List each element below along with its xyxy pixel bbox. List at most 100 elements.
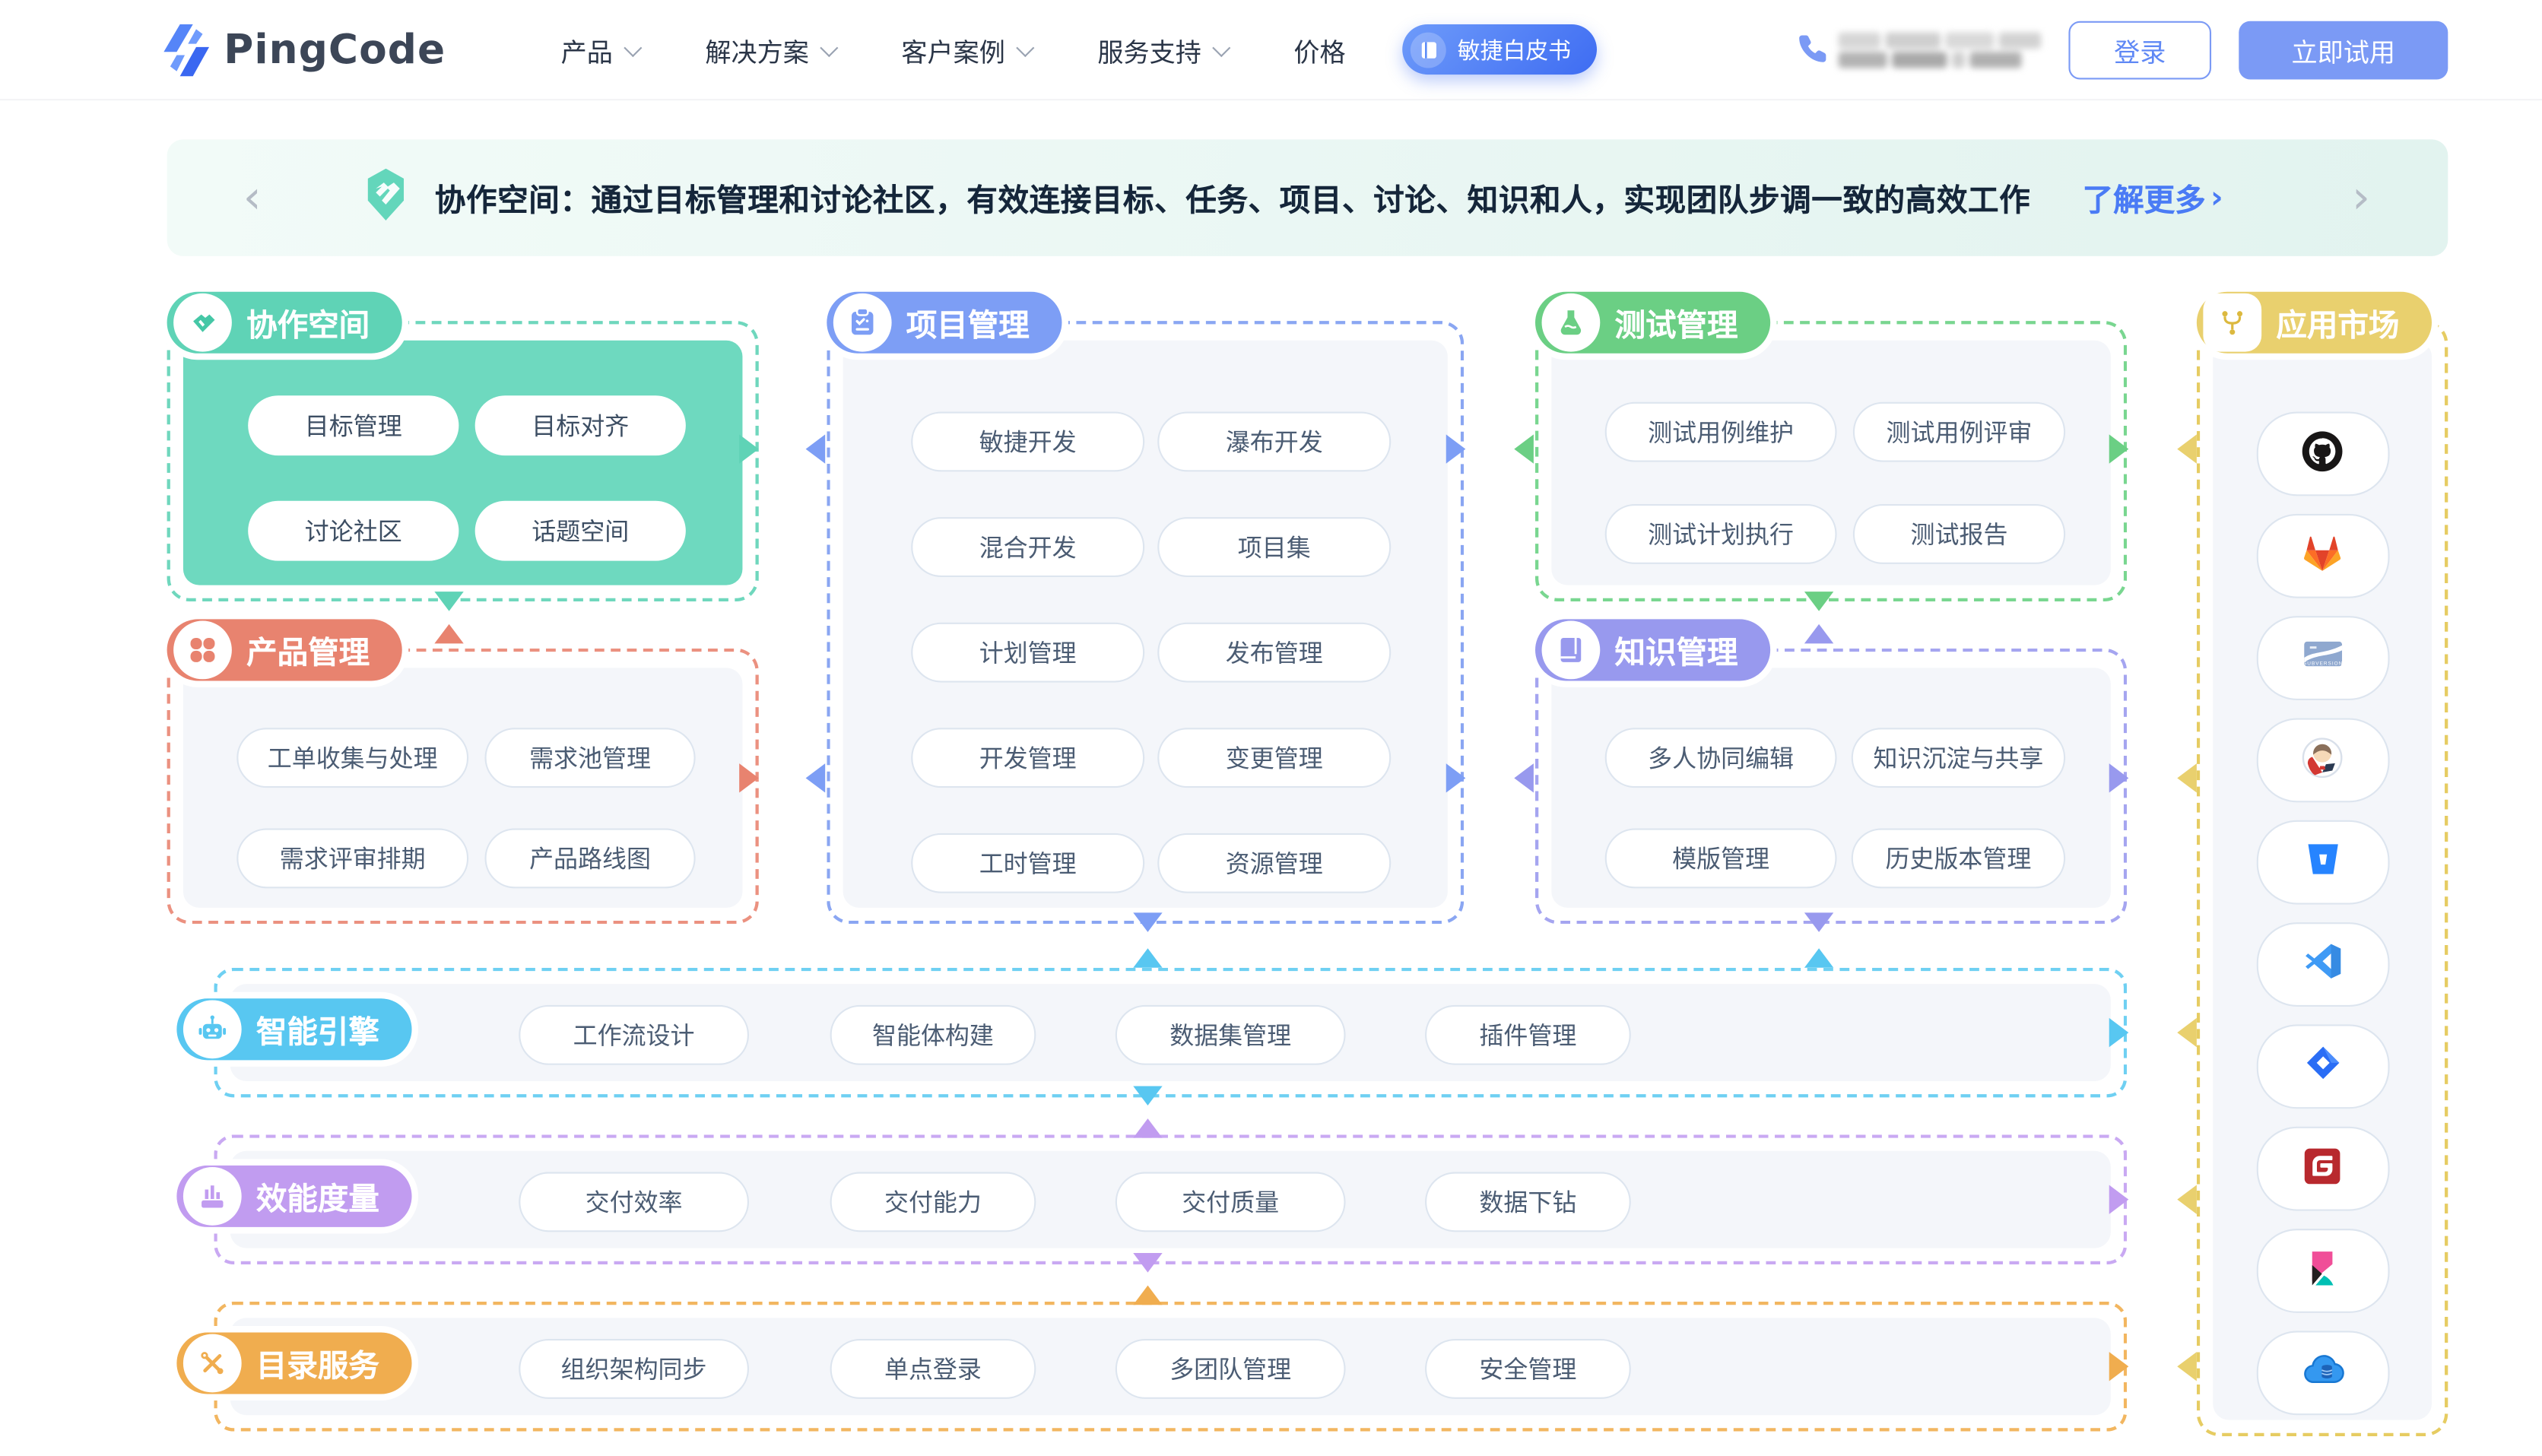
feature-pill[interactable]: 工时管理: [911, 833, 1144, 893]
nav-menu-item[interactable]: 服务支持: [1064, 30, 1260, 68]
feature-pill[interactable]: 产品路线图: [484, 827, 695, 887]
feature-pill[interactable]: 开发管理: [911, 728, 1144, 788]
pingcode-logo-icon: [162, 22, 211, 77]
feature-pill[interactable]: 测试用例维护: [1605, 402, 1837, 462]
section-badge-marketplace: 应用市场: [2190, 285, 2438, 360]
connector-arrow: [1133, 1086, 1162, 1105]
app-item[interactable]: SUBVERSION: [2256, 616, 2389, 700]
section-title: 目录服务: [256, 1341, 379, 1385]
feature-pill[interactable]: 测试用例评审: [1853, 402, 2065, 462]
pingcode-logo[interactable]: PingCode: [162, 22, 446, 77]
feature-pill[interactable]: 目标管理: [248, 395, 459, 455]
app-item[interactable]: [2256, 820, 2389, 905]
nav-menu-item[interactable]: 产品: [527, 30, 671, 68]
feature-pill[interactable]: 交付质量: [1115, 1172, 1346, 1232]
connector-arrow: [434, 592, 463, 611]
feature-pill[interactable]: 交付能力: [830, 1172, 1036, 1232]
feature-pill[interactable]: 瀑布开发: [1157, 412, 1391, 472]
feature-pill[interactable]: 多人协同编辑: [1605, 728, 1837, 788]
gitlab-icon: [2300, 531, 2344, 581]
nav-menu-item[interactable]: 解决方案: [671, 30, 868, 68]
feature-pill[interactable]: 资源管理: [1157, 833, 1391, 893]
section-title: 测试管理: [1614, 300, 1738, 344]
chevron-down-icon: [624, 38, 642, 56]
feature-pill[interactable]: 插件管理: [1425, 1005, 1631, 1065]
section-title: 项目管理: [906, 300, 1030, 344]
connector-arrow: [1133, 1286, 1162, 1305]
nav-menu-label: 服务支持: [1097, 30, 1201, 68]
section-badge-metrics: 效能度量: [170, 1159, 418, 1233]
feature-pill[interactable]: 发布管理: [1157, 623, 1391, 683]
feature-pill[interactable]: 工单收集与处理: [236, 728, 468, 788]
app-item[interactable]: [2256, 514, 2389, 598]
feature-pill[interactable]: 知识沉淀与共享: [1852, 728, 2065, 788]
feature-pill[interactable]: 敏捷开发: [911, 412, 1144, 472]
app-item[interactable]: [2256, 1127, 2389, 1211]
kibana-icon: [2302, 1248, 2342, 1295]
feature-pill[interactable]: 需求池管理: [484, 728, 695, 788]
login-button[interactable]: 登录: [2068, 21, 2211, 79]
connector-arrow: [2109, 1018, 2129, 1047]
section-app-marketplace: 应用市场 SUBVERSION: [2197, 321, 2448, 1436]
feature-pill[interactable]: 话题空间: [475, 501, 686, 561]
vscode-icon: [2301, 941, 2343, 989]
robot-icon: [183, 1000, 242, 1058]
app-item[interactable]: [2256, 1024, 2389, 1109]
phone-number: [1796, 32, 2041, 68]
connector-arrow: [1514, 434, 1534, 463]
feature-pill[interactable]: 数据集管理: [1115, 1005, 1346, 1065]
section-title: 效能度量: [256, 1175, 379, 1219]
feature-pill[interactable]: 需求评审排期: [236, 827, 468, 887]
connector-arrow: [1804, 624, 1833, 644]
feature-pill[interactable]: 工作流设计: [519, 1005, 749, 1065]
gitee-icon: [2302, 1145, 2342, 1192]
feature-pill[interactable]: 计划管理: [911, 623, 1144, 683]
learn-more-link[interactable]: 了解更多 ›: [2073, 174, 2233, 221]
section-badge-project: 项目管理: [820, 285, 1068, 360]
free-trial-button[interactable]: 立即试用: [2239, 21, 2448, 79]
feature-pill[interactable]: 测试报告: [1853, 503, 2065, 563]
feature-pill[interactable]: 数据下钻: [1425, 1172, 1631, 1232]
app-item[interactable]: [2256, 1229, 2389, 1313]
section-body: 敏捷开发瀑布开发混合开发项目集计划管理发布管理开发管理变更管理工时管理资源管理: [843, 341, 1448, 908]
feature-pill[interactable]: 安全管理: [1425, 1339, 1631, 1399]
feature-pill[interactable]: 组织架构同步: [519, 1339, 749, 1399]
feature-pill[interactable]: 混合开发: [911, 517, 1144, 577]
section-body: 多人协同编辑知识沉淀与共享模版管理历史版本管理: [1551, 668, 2111, 908]
app-item[interactable]: [2256, 922, 2389, 1007]
nav-menu-item[interactable]: 价格: [1260, 30, 1380, 68]
feature-pill[interactable]: 测试计划执行: [1605, 503, 1837, 563]
connector-arrow: [1133, 1118, 1162, 1138]
app-item[interactable]: [2256, 412, 2389, 496]
feature-pill[interactable]: 讨论社区: [248, 501, 459, 561]
feature-pill[interactable]: 目标对齐: [475, 395, 686, 455]
feature-pill[interactable]: 历史版本管理: [1852, 827, 2065, 887]
feature-pill[interactable]: 模版管理: [1605, 827, 1837, 887]
connector-arrow: [739, 763, 759, 792]
feature-pill[interactable]: 单点登录: [830, 1339, 1036, 1399]
jira-icon: [2301, 1042, 2343, 1091]
feature-pill[interactable]: 多团队管理: [1115, 1339, 1346, 1399]
section-badge-directory: 目录服务: [170, 1326, 418, 1400]
feature-pill[interactable]: 交付效率: [519, 1172, 749, 1232]
app-item[interactable]: [2256, 718, 2389, 802]
connector-arrow: [2109, 434, 2129, 463]
connector-arrow: [1804, 948, 1833, 968]
connector-arrow: [1133, 948, 1162, 968]
banner-prev-button[interactable]: ‹: [243, 175, 262, 220]
connector-arrow: [1446, 763, 1466, 792]
handshake-icon: [362, 169, 411, 227]
nav-menu-item[interactable]: 客户案例: [868, 30, 1064, 68]
banner-next-button[interactable]: ›: [2352, 175, 2370, 220]
section-title: 知识管理: [1614, 628, 1738, 672]
feature-pill[interactable]: 变更管理: [1157, 728, 1391, 788]
top-navbar: PingCode 产品 解决方案 客户案例 服务支持 价格 敏捷白皮书: [0, 0, 2542, 99]
section-title: 应用市场: [2276, 300, 2399, 344]
feature-pill[interactable]: 智能体构建: [830, 1005, 1036, 1065]
app-item[interactable]: [2256, 1331, 2389, 1415]
bar-chart-icon: [183, 1167, 242, 1226]
feature-pill[interactable]: 项目集: [1157, 517, 1391, 577]
branch-icon: [2203, 293, 2261, 352]
agile-whitepaper-button[interactable]: 敏捷白皮书: [1402, 24, 1597, 75]
section-badge-collaboration: 协作空间: [160, 285, 408, 360]
